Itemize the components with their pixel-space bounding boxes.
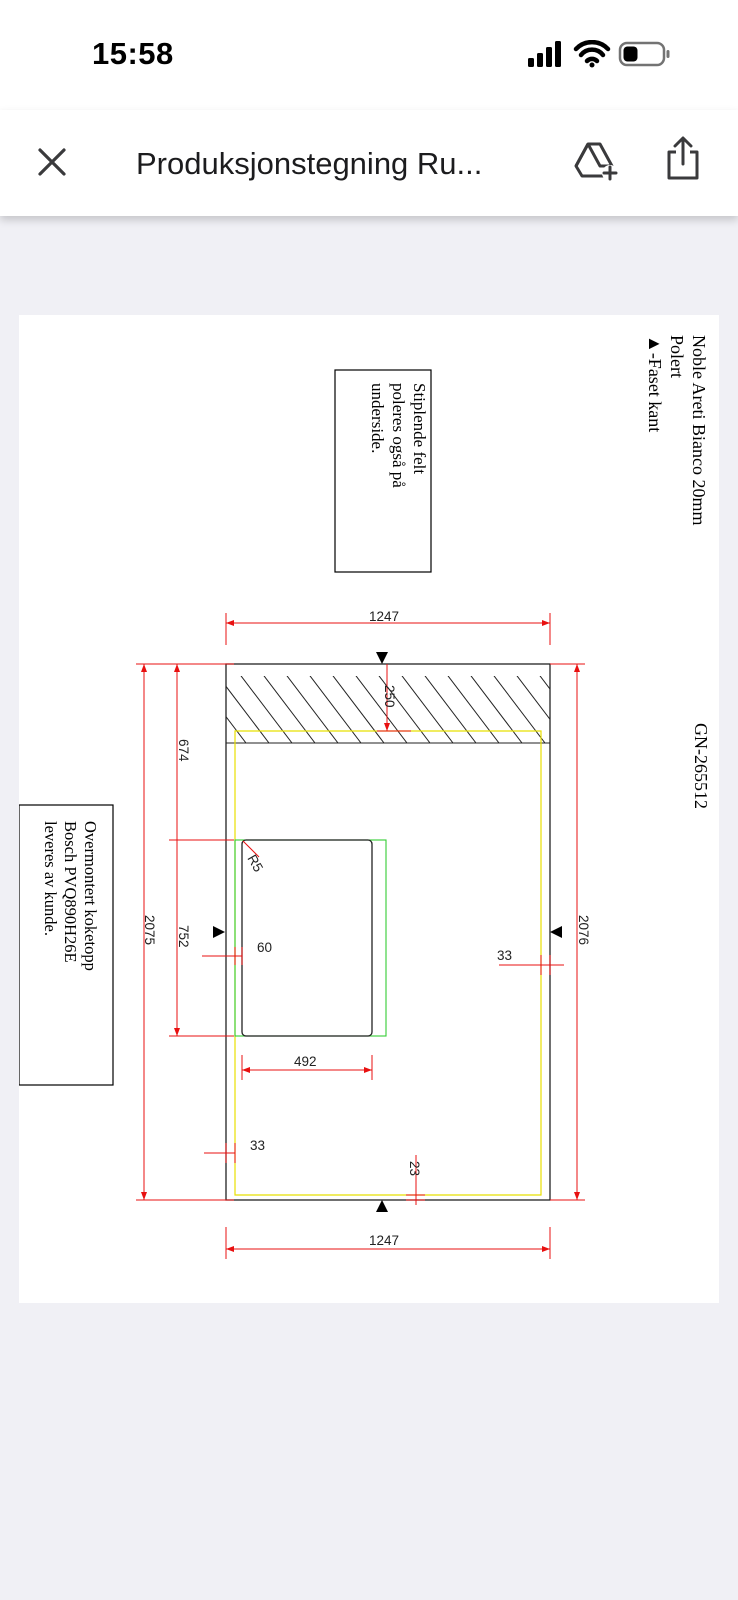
status-bar: 15:58: [0, 0, 738, 110]
dimension-arrows: [141, 620, 580, 1252]
polish-note-box: [334, 369, 432, 573]
status-time: 15:58: [92, 36, 174, 71]
edge-marker: [376, 1200, 388, 1212]
polish-note: Stiplende felt poleres også på underside…: [368, 383, 429, 488]
dim-left-span-a: 674: [176, 739, 191, 762]
polish-note-line: Stiplende felt: [410, 383, 429, 474]
dim-edge-bottom: 23: [407, 1161, 422, 1176]
edge-legend-line: ▲-Faset kant: [645, 335, 665, 432]
dim-width-bottom: 1247: [369, 1233, 399, 1248]
dim-overall-right: 2076: [576, 915, 591, 945]
dimension-lines: [136, 613, 585, 1259]
cellular-signal-icon: [528, 41, 561, 67]
cooktop-note: Overmontert koketopp Bosch PVQ890H26E le…: [41, 821, 100, 971]
status-icons: [528, 40, 670, 68]
hatched-zone: [226, 676, 550, 743]
edge-marker: [213, 926, 225, 938]
cooktop-note-line: Bosch PVQ890H26E: [61, 821, 80, 963]
edge-marker: [376, 652, 388, 664]
faset-edge-markers: [213, 652, 562, 1212]
dim-edge-right: 33: [497, 948, 512, 963]
material-line: Noble Areti Bianco 20mm: [689, 335, 709, 525]
edge-marker: [550, 926, 562, 938]
polish-note-line: poleres også på: [389, 383, 408, 488]
support-outline: [234, 730, 542, 1196]
dimension-labels: 1247 1247 250 674 752 2075 2076 R5 60 49…: [142, 609, 591, 1248]
navigation-bar: Produksjonstegning Ru...: [0, 110, 738, 216]
dim-width-top: 1247: [369, 609, 399, 624]
share-icon[interactable]: [665, 136, 701, 182]
close-icon[interactable]: [36, 146, 68, 178]
dim-left-span-b: 752: [176, 925, 191, 948]
cooktop-note-box: [18, 804, 114, 1086]
cooktop-note-line: leveres av kunde.: [41, 821, 60, 936]
document-title: Produksjonstegning Ru...: [136, 146, 483, 181]
dim-hatch-depth: 250: [382, 685, 397, 708]
wifi-icon: [573, 40, 611, 68]
drawing-number: GN-265512: [691, 723, 711, 809]
finish-line: Polert: [667, 335, 687, 378]
cooktop-cutout: [241, 839, 373, 1037]
production-drawing: Noble Areti Bianco 20mm Polert ▲-Faset k…: [18, 335, 711, 1259]
document-page[interactable]: Noble Areti Bianco 20mm Polert ▲-Faset k…: [18, 315, 719, 1303]
battery-icon: [618, 41, 670, 67]
add-to-drive-icon[interactable]: [574, 140, 620, 182]
dim-radius: R5: [244, 852, 266, 874]
material-header: Noble Areti Bianco 20mm Polert ▲-Faset k…: [645, 335, 709, 525]
dim-cutout-width: 492: [294, 1054, 317, 1069]
cooktop-note-line: Overmontert koketopp: [81, 821, 100, 971]
polish-note-line: underside.: [368, 383, 387, 453]
dim-overall-left: 2075: [142, 915, 157, 945]
hatched-zone-border: [225, 663, 551, 744]
dim-edge-left-bottom: 33: [250, 1138, 265, 1153]
countertop-outline: [225, 663, 551, 1201]
dim-offset-60: 60: [257, 940, 272, 955]
